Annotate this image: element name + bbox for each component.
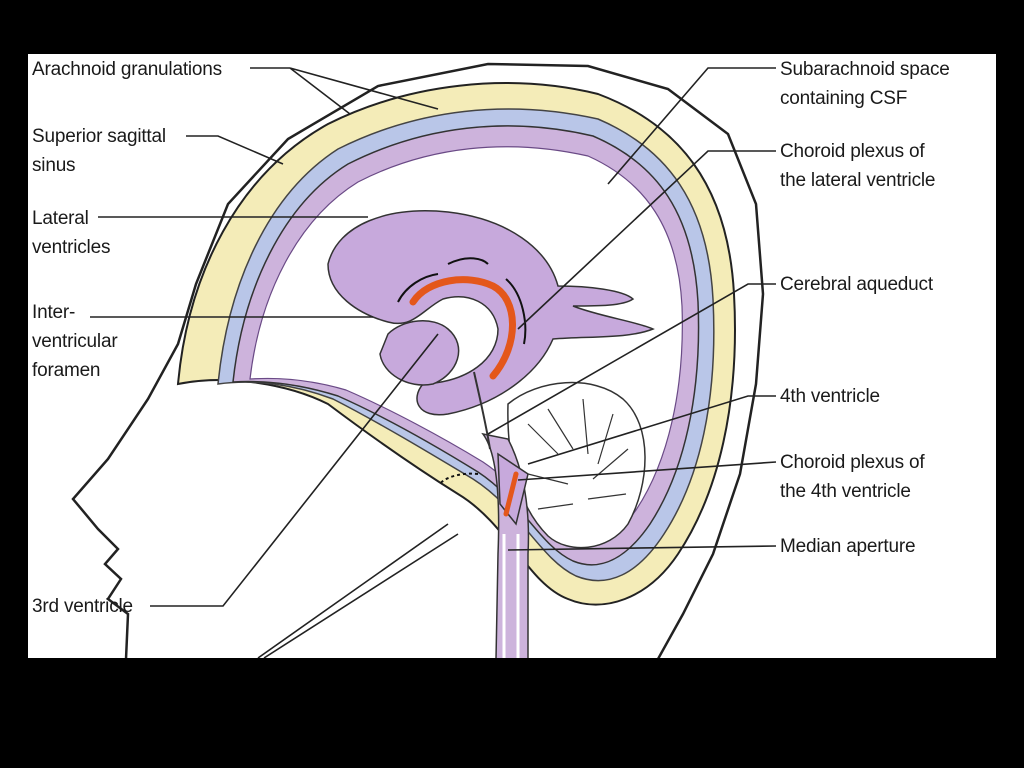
- leader-third-ventricle: [150, 333, 439, 607]
- label-arachnoid-granulations: Arachnoid granulations: [32, 59, 222, 80]
- leader-subarachnoid-space: [607, 67, 776, 185]
- csf-flow-arrows: [397, 257, 527, 345]
- label-interventricular-foramen-line2: ventricular: [32, 331, 118, 352]
- label-fourth-ventricle: 4th ventricle: [780, 386, 880, 407]
- leader-choroid-plexus-fourth: [517, 461, 777, 481]
- label-superior-sagittal-sinus-line2: sinus: [32, 155, 76, 176]
- leader-fourth-ventricle: [527, 395, 776, 465]
- label-interventricular-foramen-line1: Inter-: [32, 302, 76, 323]
- label-choroid-plexus-lateral-line1: Choroid plexus of: [780, 141, 925, 162]
- third-ventricle-shape: [379, 320, 460, 386]
- label-superior-sagittal-sinus-line1: Superior sagittal: [32, 126, 166, 147]
- spinal-canal: [502, 534, 520, 658]
- head-outline: [71, 62, 765, 658]
- csf-flow-arrow-dashed: [439, 472, 479, 485]
- leader-choroid-plexus-lateral: [517, 150, 776, 330]
- leader-cerebral-aqueduct: [487, 283, 776, 435]
- leader-arachnoid-granulations: [250, 67, 439, 115]
- cerebellum-folia: [527, 398, 629, 510]
- choroid-plexus-fourth: [503, 471, 519, 517]
- label-subarachnoid-space-line2: containing CSF: [780, 88, 908, 109]
- choroid-plexus-lateral: [409, 276, 516, 380]
- label-lateral-ventricles-line2: ventricles: [32, 237, 111, 258]
- label-choroid-plexus-lateral-line2: the lateral ventricle: [780, 170, 936, 191]
- label-third-ventricle: 3rd ventricle: [32, 596, 133, 617]
- leader-bottom-1: [257, 523, 449, 658]
- label-interventricular-foramen-line3: foramen: [32, 360, 101, 381]
- label-subarachnoid-space-line1: Subarachnoid space: [780, 59, 950, 80]
- label-lateral-ventricles-line1: Lateral: [32, 208, 89, 229]
- leader-median-aperture: [507, 545, 777, 551]
- leader-superior-sagittal-sinus: [186, 135, 284, 165]
- leader-lines: [90, 67, 777, 658]
- diagram-panel: Arachnoid granulations Superior sagittal…: [28, 54, 996, 658]
- label-cerebral-aqueduct: Cerebral aqueduct: [780, 274, 933, 295]
- lateral-ventricle-shape: [327, 210, 655, 416]
- brain-csf-diagram: [71, 62, 777, 658]
- label-choroid-plexus-fourth-line1: Choroid plexus of: [780, 452, 925, 473]
- cerebral-aqueduct: [473, 371, 491, 450]
- leader-bottom-2: [263, 533, 459, 658]
- label-choroid-plexus-fourth-line2: the 4th ventricle: [780, 481, 911, 502]
- label-median-aperture: Median aperture: [780, 536, 916, 557]
